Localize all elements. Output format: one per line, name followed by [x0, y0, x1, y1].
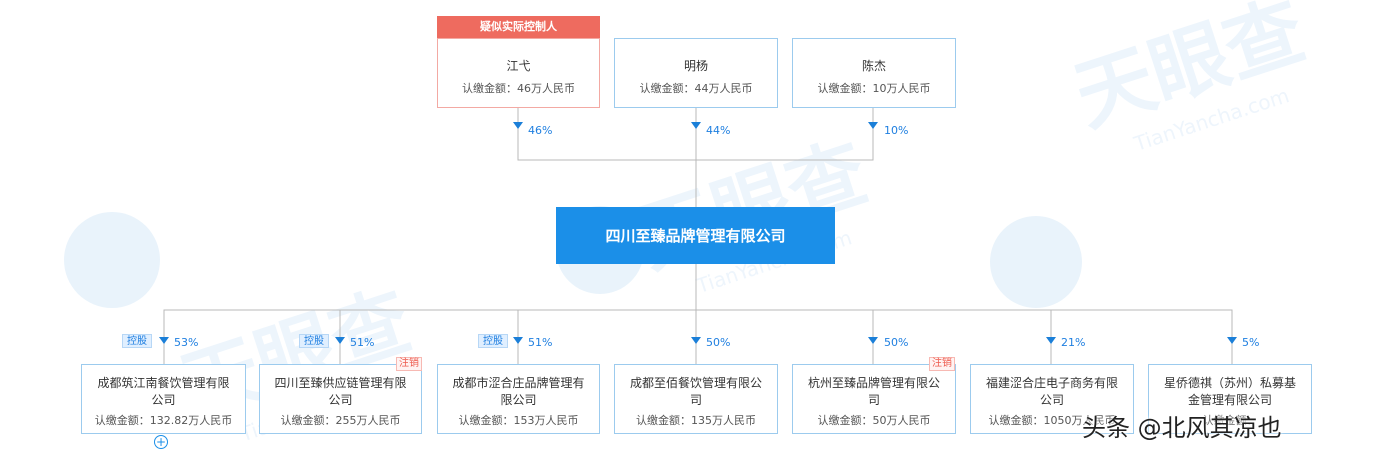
- shareholder-box[interactable]: 江弋 认缴金额：46万人民币: [437, 38, 600, 108]
- down-triangle-icon: [868, 122, 878, 129]
- watermark-brand: 天眼查: [1065, 0, 1315, 143]
- watermark-url: TianYancha.com: [1130, 83, 1292, 156]
- share-percent: 53%: [174, 336, 199, 349]
- down-triangle-icon: [513, 122, 523, 129]
- investment-box[interactable]: 星侨德祺（苏州）私募基金管理有限公司 认缴金额：: [1148, 364, 1312, 434]
- shareholder-amount: 认缴金额：44万人民币: [639, 82, 753, 95]
- investment-amount: 认缴金额：: [1202, 414, 1258, 427]
- share-percent: 50%: [884, 336, 909, 349]
- share-percent: 51%: [528, 336, 553, 349]
- watermark-logo-icon: [990, 216, 1082, 308]
- down-triangle-icon: [1046, 337, 1056, 344]
- investment-name: 成都市涩合庄品牌管理有限公司: [452, 376, 585, 407]
- down-triangle-icon: [513, 337, 523, 344]
- investment-name: 星侨德祺（苏州）私募基金管理有限公司: [1163, 376, 1296, 407]
- down-triangle-icon: [691, 337, 701, 344]
- down-triangle-icon: [335, 337, 345, 344]
- center-company[interactable]: 四川至臻品牌管理有限公司: [556, 207, 835, 264]
- investment-box[interactable]: 成都市涩合庄品牌管理有限公司 认缴金额：153万人民币: [437, 364, 600, 434]
- shareholder-name: 江弋: [506, 59, 531, 73]
- share-percent: 51%: [350, 336, 375, 349]
- actual-controller-tag: 疑似实际控制人: [437, 16, 600, 38]
- investment-amount: 认缴金额：153万人民币: [458, 414, 579, 427]
- investment-box[interactable]: 杭州至臻品牌管理有限公司 认缴金额：50万人民币: [792, 364, 956, 434]
- investment-box[interactable]: 成都筑江南餐饮管理有限公司 认缴金额：132.82万人民币: [81, 364, 246, 434]
- investment-amount: 认缴金额：1050万人民币: [988, 414, 1116, 427]
- status-badge: 注销: [396, 357, 422, 371]
- credit-watermark: 头条 @北风其凉也: [1082, 414, 1282, 442]
- shareholder-name: 陈杰: [861, 59, 886, 73]
- down-triangle-icon: [691, 122, 701, 129]
- investment-name: 成都筑江南餐饮管理有限公司: [97, 376, 230, 407]
- holding-tag: 控股: [478, 334, 508, 348]
- shareholder-amount: 认缴金额：10万人民币: [817, 82, 931, 95]
- investment-name: 四川至臻供应链管理有限公司: [274, 376, 407, 407]
- investment-box[interactable]: 福建涩合庄电子商务有限公司 认缴金额：1050万人民币: [970, 364, 1134, 434]
- investment-name: 成都至佰餐饮管理有限公司: [629, 376, 762, 407]
- down-triangle-icon: [1227, 337, 1237, 344]
- watermark-logo-icon: [64, 212, 160, 308]
- down-triangle-icon: [868, 337, 878, 344]
- share-percent: 5%: [1242, 336, 1260, 349]
- share-percent: 44%: [706, 124, 731, 137]
- investment-name: 杭州至臻品牌管理有限公司: [807, 376, 940, 407]
- holding-tag: 控股: [299, 334, 329, 348]
- share-percent: 46%: [528, 124, 553, 137]
- down-triangle-icon: [159, 337, 169, 344]
- share-percent: 50%: [706, 336, 731, 349]
- investment-amount: 认缴金额：50万人民币: [817, 414, 931, 427]
- shareholder-amount: 认缴金额：46万人民币: [462, 82, 575, 95]
- share-percent: 10%: [884, 124, 909, 137]
- investment-box[interactable]: 成都至佰餐饮管理有限公司 认缴金额：135万人民币: [614, 364, 778, 434]
- investment-amount: 认缴金额：132.82万人民币: [94, 414, 233, 427]
- investment-amount: 认缴金额：135万人民币: [636, 414, 756, 427]
- shareholder-box[interactable]: 陈杰 认缴金额：10万人民币: [792, 38, 956, 108]
- shareholder-box[interactable]: 明杨 认缴金额：44万人民币: [614, 38, 778, 108]
- investment-name: 福建涩合庄电子商务有限公司: [985, 376, 1118, 407]
- status-badge: 注销: [929, 357, 955, 371]
- investment-box[interactable]: 四川至臻供应链管理有限公司 认缴金额：255万人民币: [259, 364, 422, 434]
- holding-tag: 控股: [122, 334, 152, 348]
- share-percent: 21%: [1061, 336, 1086, 349]
- plus-circle-icon[interactable]: +: [154, 435, 168, 449]
- shareholder-name: 明杨: [683, 59, 708, 73]
- investment-amount: 认缴金额：255万人民币: [280, 414, 401, 427]
